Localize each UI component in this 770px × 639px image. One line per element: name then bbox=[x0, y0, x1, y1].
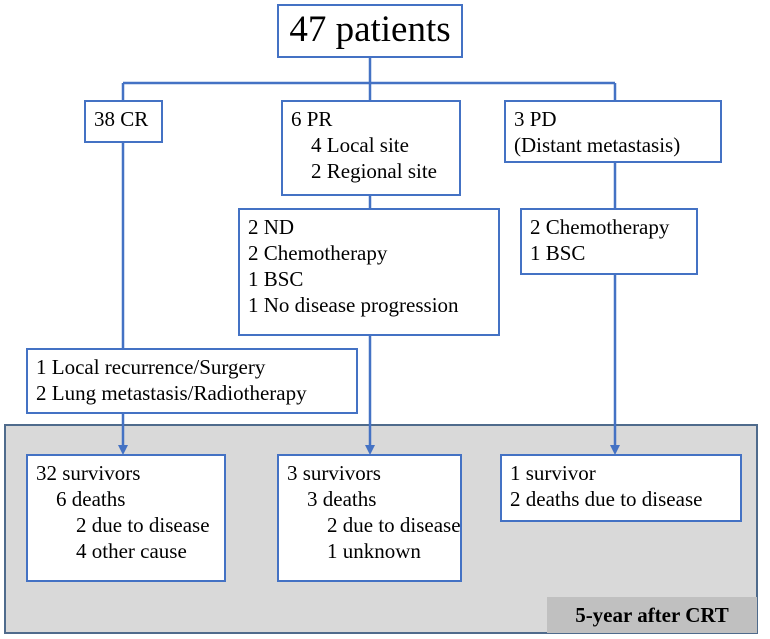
cr-treatment-line: 2 Lung metastasis/Radiotherapy bbox=[36, 381, 307, 405]
cr-outcome-line: 6 deaths bbox=[56, 487, 126, 511]
pr-outcome-line: 1 unknown bbox=[327, 539, 421, 563]
cr-treatment-box: 1 Local recurrence/Surgery 2 Lung metast… bbox=[26, 348, 358, 414]
pd-response-box: 3 PD (Distant metastasis) bbox=[504, 100, 722, 163]
cr-outcome-line: 32 survivors bbox=[36, 461, 141, 485]
pd-treatment-line: 2 Chemotherapy bbox=[530, 215, 670, 239]
pr-treatment-box: 2 ND 2 Chemotherapy 1 BSC 1 No disease p… bbox=[238, 208, 500, 336]
pr-outcome-box: 3 survivors 3 deaths 2 due to disease 1 … bbox=[277, 454, 462, 582]
pr-outcome-line: 3 deaths bbox=[307, 487, 377, 511]
pr-treatment-line: 2 ND bbox=[248, 215, 295, 239]
pd-outcome-line: 2 deaths due to disease bbox=[510, 487, 703, 511]
root-label: 47 patients bbox=[289, 9, 451, 50]
pd-treatment-box: 2 Chemotherapy 1 BSC bbox=[520, 208, 698, 275]
pr-treatment-line: 2 Chemotherapy bbox=[248, 241, 388, 265]
pr-response-line: 6 PR bbox=[291, 107, 333, 131]
pd-outcome-line: 1 survivor bbox=[510, 461, 596, 485]
cr-outcome-line: 4 other cause bbox=[76, 539, 187, 563]
pr-response-line: 2 Regional site bbox=[311, 159, 437, 183]
pr-treatment-line: 1 No disease progression bbox=[248, 293, 459, 317]
pr-response-box: 6 PR 4 Local site 2 Regional site bbox=[281, 100, 461, 196]
cr-outcome-box: 32 survivors 6 deaths 2 due to disease 4… bbox=[26, 454, 226, 582]
cr-treatment-line: 1 Local recurrence/Surgery bbox=[36, 355, 266, 379]
pd-outcome-box: 1 survivor 2 deaths due to disease bbox=[500, 454, 742, 522]
five-year-panel-label: 5-year after CRT bbox=[547, 597, 757, 633]
pr-treatment-line: 1 BSC bbox=[248, 267, 304, 291]
cr-response-line: 38 CR bbox=[94, 107, 149, 131]
pd-response-line: 3 PD bbox=[514, 107, 557, 131]
pd-response-line: (Distant metastasis) bbox=[514, 133, 681, 157]
pr-outcome-line: 2 due to disease bbox=[327, 513, 461, 537]
cr-outcome-line: 2 due to disease bbox=[76, 513, 210, 537]
cr-response-box: 38 CR bbox=[84, 100, 163, 143]
pd-treatment-line: 1 BSC bbox=[530, 241, 586, 265]
pr-outcome-line: 3 survivors bbox=[287, 461, 381, 485]
root-box: 47 patients bbox=[277, 4, 463, 58]
pr-response-line: 4 Local site bbox=[311, 133, 409, 157]
